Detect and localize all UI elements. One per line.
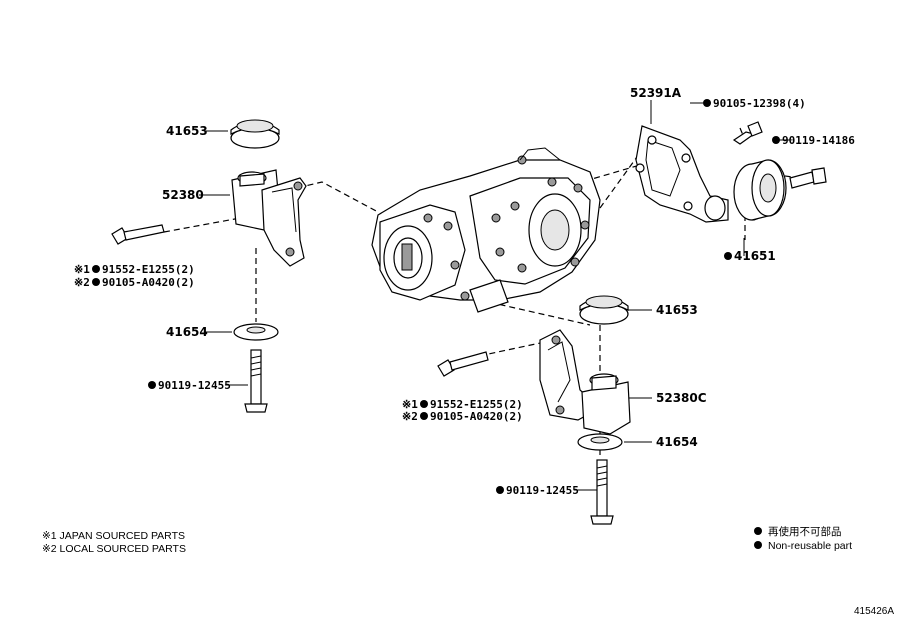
- non-reusable-dot: [92, 265, 100, 273]
- non-reusable-dot: [703, 99, 711, 107]
- bolt-90119-right: [590, 459, 614, 525]
- label-90119-14186: 90119-14186: [782, 134, 855, 147]
- non-reusable-dot: [772, 136, 780, 144]
- part-labels: 41653 52380 52391A 90105-12398(4) 90119-…: [74, 86, 855, 497]
- cap-41653-right: [579, 295, 629, 325]
- label-41653-top: 41653: [166, 124, 208, 138]
- source-mark-2: ※2: [74, 276, 90, 289]
- source-mark-1: ※1: [74, 263, 90, 276]
- legend-japanese-text: 再使用不可部品: [768, 525, 842, 538]
- source-notes: ※1 JAPAN SOURCED PARTS ※2 LOCAL SOURCED …: [42, 530, 186, 555]
- label-41654-left: 41654: [166, 325, 208, 339]
- label-90105-12398: 90105-12398(4): [713, 97, 806, 110]
- label-52380c: 52380C: [656, 391, 707, 405]
- washer-41654-right: [577, 433, 623, 451]
- legend-dot-icon: [754, 541, 762, 549]
- label-41651: 41651: [734, 249, 776, 263]
- non-reusable-dot: [92, 278, 100, 286]
- label-90105-a0420-right: 90105-A0420(2): [430, 410, 523, 423]
- bracket-52391a: [635, 125, 729, 223]
- washer-41654-left: [233, 323, 279, 341]
- legend-dot-icon: [754, 527, 762, 535]
- note-local-sourced: ※2 LOCAL SOURCED PARTS: [42, 543, 186, 555]
- bolt-90119-14186: [789, 167, 827, 189]
- leader-lines: [199, 100, 790, 491]
- non-reusable-dot: [496, 486, 504, 494]
- non-reusable-dot: [148, 381, 156, 389]
- mount-52380: [231, 169, 307, 267]
- label-91552-e1255-left: 91552-E1255(2): [102, 263, 195, 276]
- legend-non-reusable-text: Non-reusable part: [768, 540, 852, 552]
- label-91552-e1255-right: 91552-E1255(2): [430, 398, 523, 411]
- non-reusable-dot: [724, 252, 732, 260]
- source-mark-1: ※1: [402, 398, 418, 411]
- bolt-90105-12398: [732, 121, 763, 145]
- bolt-91552-right: [437, 351, 489, 377]
- label-52380: 52380: [162, 188, 204, 202]
- diagram-code: 415426A: [854, 606, 894, 617]
- bushing-41651: [733, 159, 787, 221]
- label-90105-a0420-left: 90105-A0420(2): [102, 276, 195, 289]
- differential-housing: [371, 147, 601, 313]
- legend: 再使用不可部品 Non-reusable part: [754, 525, 852, 552]
- label-90119-12455-left: 90119-12455: [158, 379, 231, 392]
- bolt-90119-left: [244, 349, 268, 413]
- note-japan-sourced: ※1 JAPAN SOURCED PARTS: [42, 530, 185, 542]
- label-52391a: 52391A: [630, 86, 682, 100]
- label-41654-right: 41654: [656, 435, 698, 449]
- label-90119-12455-right: 90119-12455: [506, 484, 579, 497]
- non-reusable-dot: [420, 412, 428, 420]
- cap-41653-left: [230, 119, 280, 149]
- label-41653-right: 41653: [656, 303, 698, 317]
- non-reusable-dot: [420, 400, 428, 408]
- source-mark-2: ※2: [402, 410, 418, 423]
- mount-52380c: [539, 329, 631, 435]
- bolt-91552-left: [111, 224, 165, 245]
